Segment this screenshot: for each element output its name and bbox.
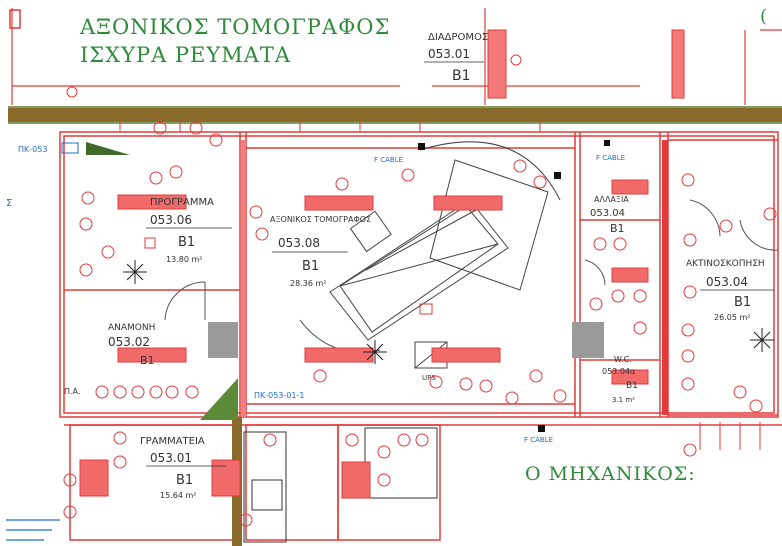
lower-rooms [69, 424, 441, 541]
engineer-label: Ο ΜΗΧΑΝΙΚΟΣ: [525, 463, 696, 485]
room-programming-area: 13.80 m² [166, 255, 202, 264]
ct-scanner-equipment [299, 141, 561, 369]
room-scanner-name: ΑΞΟΝΙΚΟΣ ΤΟΜΟΓΡΑΦΟΣ [270, 215, 371, 224]
thick-wall-right [662, 140, 668, 415]
structural-beam [8, 108, 782, 122]
tick-marks [119, 122, 761, 450]
room-radiography-floor: B1 [734, 295, 751, 310]
blue-legend-scribbles [6, 519, 60, 541]
hatched-area [200, 378, 238, 420]
scanner-center-marker [144, 237, 433, 315]
room-radiography-area: 26.05 m² [714, 313, 750, 322]
room-secretariat-name: ΓΡΑΜΜΑΤΕΙΑ [140, 436, 205, 447]
column-right [572, 322, 604, 358]
corridor-riser [487, 29, 507, 99]
junction-boxes [418, 140, 610, 432]
room-changing-floor: B1 [610, 222, 625, 235]
corridor-floor: B1 [452, 68, 471, 84]
cable-label-top: F CABLE [374, 156, 403, 164]
room-changing-code: 053.04 [590, 208, 625, 219]
room-scanner-floor: B1 [302, 259, 319, 274]
room-wc-floor: B1 [626, 381, 638, 391]
drawing-title-line1: ΑΞΟΝΙΚΟΣ ΤΟΜΟΓΡΑΦΟΣ [79, 15, 390, 39]
drawing-title-line2: ΙΣΧΥΡΑ ΡΕΥΜΑΤΑ [80, 43, 291, 67]
room-secretariat-area: 15.64 m² [160, 491, 196, 500]
top-guides [11, 8, 782, 105]
wall-outlines [59, 131, 782, 426]
room-secretariat-floor: B1 [176, 473, 193, 488]
corner-hatch [86, 142, 130, 155]
room-waiting-floor: B1 [140, 354, 155, 367]
panel-label-mid: ΠΚ-053-01-1 [254, 391, 304, 400]
cable-label-mid: F CABLE [524, 436, 553, 444]
room-programming-code: 053.06 [150, 213, 192, 227]
panel-box-left [61, 142, 79, 154]
right-riser [671, 29, 685, 99]
room-radiography-name: ΑΚΤΙΝΟΣΚΟΠΗΣΗ [686, 259, 765, 269]
room-wc-area: 3.1 m² [612, 396, 635, 404]
ups-label: UPS [422, 374, 436, 382]
panel-label-left: ΠΚ-053 [18, 145, 47, 154]
room-wc-name: W.C. [614, 355, 632, 364]
room-waiting-code: 053.02 [108, 335, 150, 349]
room-programming-floor: B1 [178, 235, 195, 250]
room-radiography-code: 053.04 [706, 275, 748, 289]
outlet-tags [63, 54, 777, 527]
fan-symbols [123, 260, 774, 364]
room-waiting-name: ΑΝΑΜΟΝΗ [108, 323, 155, 333]
room-scanner-area: 28.36 m² [290, 279, 326, 288]
room-scanner-code: 053.08 [278, 236, 320, 250]
left-margin-mark: Σ [6, 198, 12, 209]
doors [164, 199, 779, 321]
pa-label: Π.Α. [64, 387, 81, 396]
thick-wall-mid [241, 140, 246, 417]
room-programming-name: ΠΡΟΓΡΑΜΜΑ [150, 197, 214, 208]
top-right-mark: ( [760, 6, 767, 27]
corridor-code: 053.01 [428, 47, 470, 61]
room-wc-code: 053.04α [602, 367, 635, 376]
room-changing-name: ΑΛΛΑΞΙΑ [594, 195, 629, 204]
top-left-marker [9, 9, 21, 29]
room-secretariat-code: 053.01 [150, 451, 192, 465]
cable-label-bottom: F CABLE [596, 154, 625, 162]
corridor-name: ΔΙΑΔΡΟΜΟΣ [428, 32, 488, 43]
column-left [208, 322, 238, 358]
